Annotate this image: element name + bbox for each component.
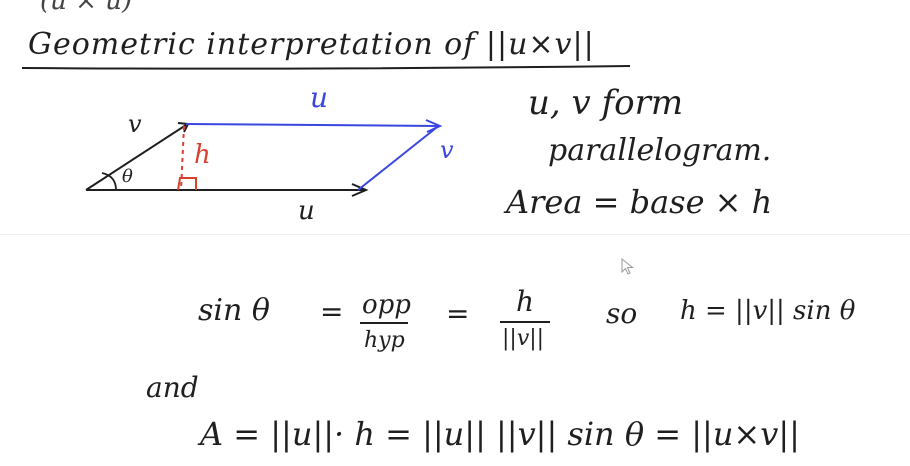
so-word: so: [606, 297, 638, 330]
section-divider: [0, 234, 910, 235]
frac2-denominator: ||v||: [502, 326, 545, 351]
frac1-denominator: hyp: [364, 328, 405, 353]
label-u-top: u: [310, 81, 329, 114]
title-underline: [21, 65, 631, 70]
vector-v-right: [357, 127, 437, 191]
final-equation: A = ||u||· h = ||u|| ||v|| sin θ = ||u×v…: [200, 415, 800, 453]
and-word: and: [146, 371, 199, 404]
height-line: [180, 125, 185, 191]
frac1-numerator: opp: [362, 290, 411, 320]
label-v-right: v: [440, 136, 454, 164]
label-h: h: [194, 140, 211, 170]
vector-u-top: [185, 123, 439, 127]
right-angle-mark: [177, 177, 197, 191]
sin-theta-lhs: sin θ: [198, 293, 270, 328]
label-theta: θ: [122, 166, 133, 187]
vector-v-left: [85, 124, 187, 191]
mouse-cursor-icon: [621, 258, 634, 275]
label-u-bottom: u: [298, 196, 315, 226]
equals-2: =: [446, 297, 470, 330]
note-line-2: parallelogram.: [548, 133, 772, 168]
note-line-1: u, v form: [528, 83, 684, 123]
partial-heading: (u × u): [40, 0, 133, 16]
label-v-left: v: [128, 110, 142, 138]
h-result: h = ||v|| sin θ: [680, 296, 856, 326]
angle-arc: [101, 172, 117, 191]
page-title: Geometric interpretation of ||u×v||: [28, 27, 595, 62]
frac2-numerator: h: [516, 285, 535, 318]
note-line-3: Area = base × h: [506, 183, 773, 221]
equals-1: =: [320, 295, 344, 328]
